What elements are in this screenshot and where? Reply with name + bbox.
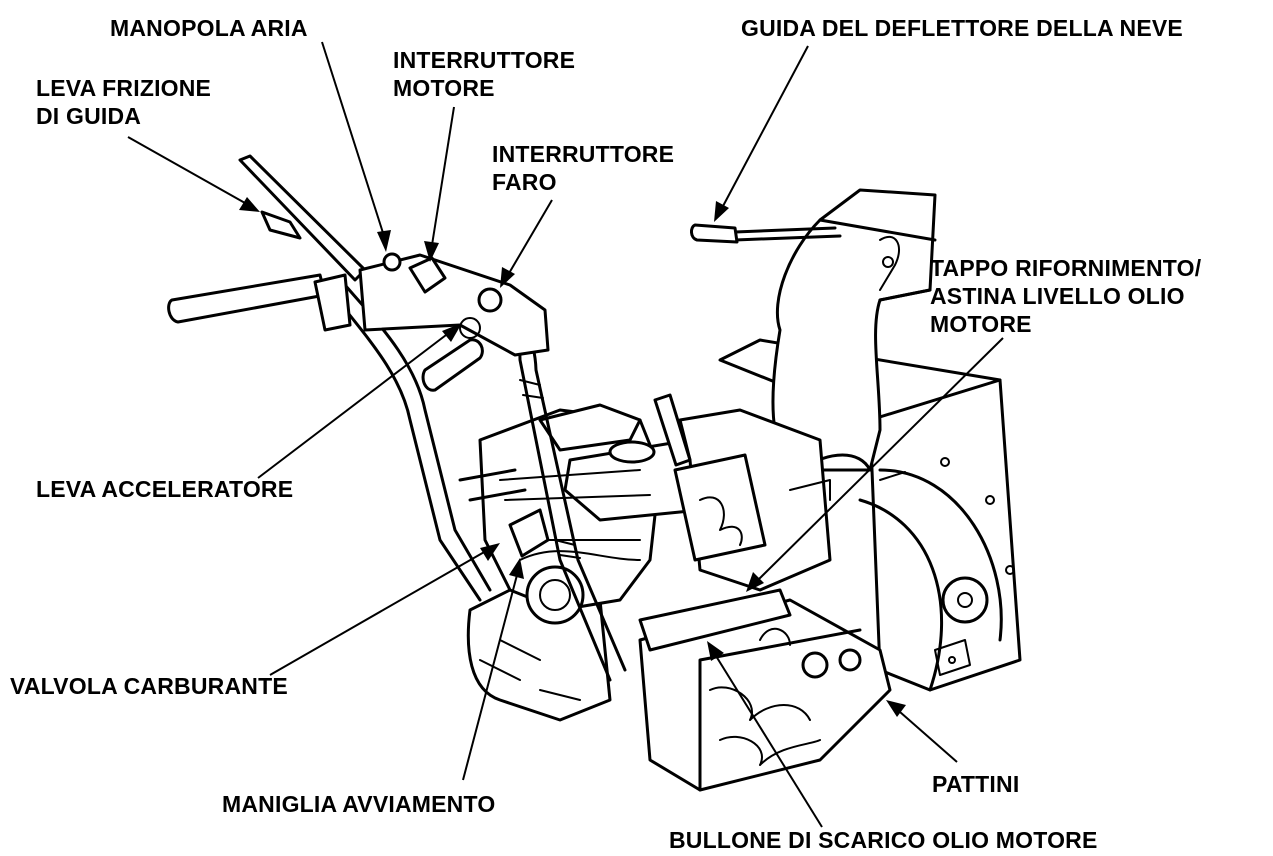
handlebars — [167, 154, 627, 682]
leader-interruttore-motore — [431, 106, 455, 246]
tracks — [466, 578, 892, 792]
leader-valvola-carburante — [269, 550, 487, 676]
label-interruttore-motore: INTERRUTTORE MOTORE — [393, 47, 576, 101]
label-tappo-rifornimento: TAPPO RIFORNIMENTO/ ASTINA LIVELLO OLIO … — [930, 255, 1202, 337]
label-bullone-scarico: BULLONE DI SCARICO OLIO MOTORE — [669, 827, 1098, 853]
label-manopola-aria: MANOPOLA ARIA — [110, 15, 308, 41]
leader-maniglia-avviamento — [462, 574, 518, 781]
label-maniglia-avviamento: MANIGLIA AVVIAMENTO — [222, 791, 496, 817]
label-pattini: PATTINI — [932, 771, 1020, 797]
leader-leva-acceleratore — [257, 331, 451, 479]
chute-guide-rod — [690, 223, 842, 244]
leader-tappo — [757, 337, 1004, 581]
leader-guida-deflettore — [721, 45, 809, 209]
leader-leva-frizione — [127, 136, 246, 204]
leader-pattini — [899, 711, 958, 763]
label-leva-frizione: LEVA FRIZIONE DI GUIDA — [36, 75, 212, 129]
leader-bullone — [715, 655, 823, 828]
engine — [478, 403, 742, 625]
label-interruttore-faro: INTERRUTTORE FARO — [492, 141, 675, 195]
label-leva-acceleratore: LEVA ACCELERATORE — [36, 476, 294, 502]
leader-lines — [127, 41, 1004, 828]
label-valvola-carburante: VALVOLA CARBURANTE — [10, 673, 288, 699]
label-guida-deflettore: GUIDA DEL DEFLETTORE DELLA NEVE — [741, 15, 1183, 41]
leader-manopola-aria — [321, 41, 385, 237]
leader-interruttore-faro — [507, 199, 553, 276]
snow-chute — [771, 188, 937, 472]
